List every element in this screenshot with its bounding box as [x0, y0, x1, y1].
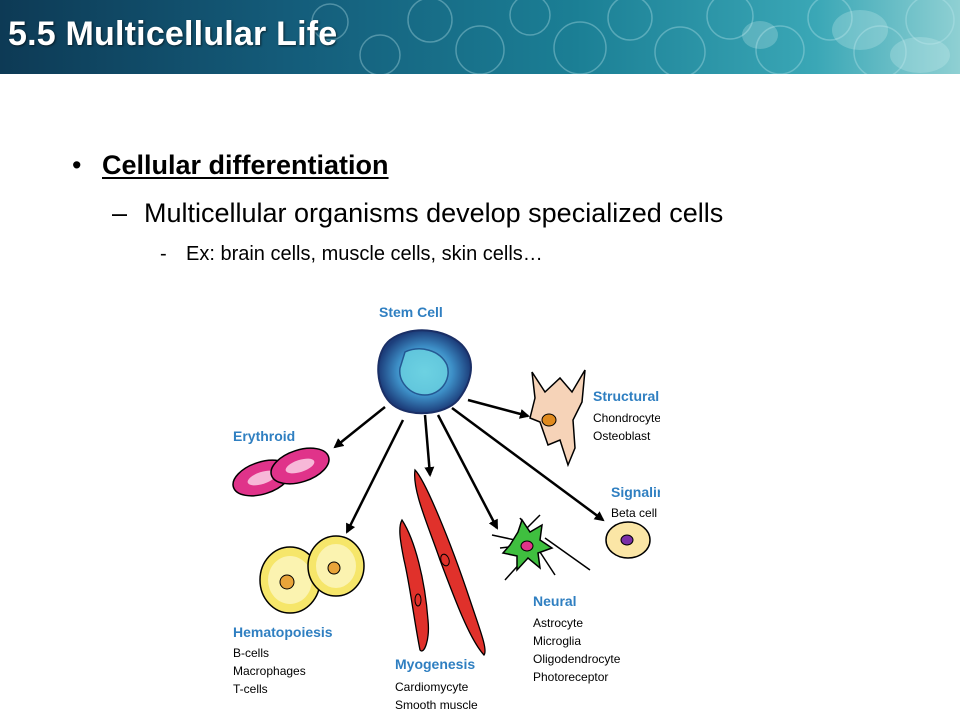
neural-label: Neural — [533, 593, 577, 609]
structural-item: Osteoblast — [593, 429, 651, 443]
bullet-marker: • — [72, 150, 82, 180]
hematopoiesis-item: Macrophages — [233, 664, 306, 678]
hematopoiesis-cells-illustration — [259, 535, 365, 614]
title-banner: 5.5 Multicellular Life — [0, 0, 960, 74]
differentiation-arrows — [333, 398, 605, 534]
arrow-to-hematopoiesis — [345, 419, 405, 534]
neural-cell-illustration — [491, 514, 591, 581]
erythroid-label: Erythroid — [233, 428, 295, 444]
sub-bullet-marker: – — [112, 198, 128, 228]
myogenesis-label: Myogenesis — [395, 656, 475, 672]
structural-cell-illustration — [529, 369, 586, 468]
cell-differentiation-diagram: Stem Cell Structural Chondrocyte Osteobl… — [232, 304, 660, 712]
stem-cell-illustration — [377, 329, 472, 415]
slide-title: 5.5 Multicellular Life — [8, 15, 338, 53]
neural-item: Photoreceptor — [533, 670, 608, 684]
banner-cell-texture — [311, 0, 955, 74]
sub-sub-bullet-example: -Ex: brain cells, muscle cells, skin cel… — [160, 243, 543, 266]
hematopoiesis-label: Hematopoiesis — [233, 624, 333, 640]
signaling-label: Signaling — [611, 484, 660, 500]
structural-label: Structural — [593, 388, 659, 404]
arrow-to-erythroid — [333, 406, 386, 449]
sub-sub-bullet-marker: - — [160, 243, 167, 265]
structural-item: Chondrocyte — [593, 411, 660, 425]
signaling-cell-illustration — [605, 521, 651, 559]
bullet-heading: Cellular differentiation — [102, 150, 389, 180]
neural-item: Microglia — [533, 634, 581, 648]
signaling-item: Beta cell — [611, 506, 657, 520]
arrow-to-myogenesis — [423, 414, 435, 477]
myogenesis-item: Smooth muscle — [395, 698, 478, 712]
sub-bullet-specialized-cells: –Multicellular organisms develop special… — [112, 198, 723, 229]
hematopoiesis-item: B-cells — [233, 646, 269, 660]
myogenesis-item: Cardiomycyte — [395, 680, 469, 694]
hematopoiesis-item: T-cells — [233, 682, 268, 696]
example-text: Ex: brain cells, muscle cells, skin cell… — [186, 243, 543, 265]
neural-item: Oligodendrocyte — [533, 652, 621, 666]
arrow-to-neural — [436, 414, 499, 530]
neural-item: Astrocyte — [533, 616, 583, 630]
arrow-to-structural — [467, 398, 530, 419]
muscle-cells-illustration — [399, 468, 486, 656]
erythroid-cells-illustration — [232, 447, 330, 497]
bullet-cellular-differentiation: • Cellular differentiation — [72, 150, 389, 181]
arrow-to-signaling — [451, 406, 605, 522]
sub-bullet-text: Multicellular organisms develop speciali… — [144, 198, 724, 228]
stem-cell-label: Stem Cell — [379, 304, 443, 320]
